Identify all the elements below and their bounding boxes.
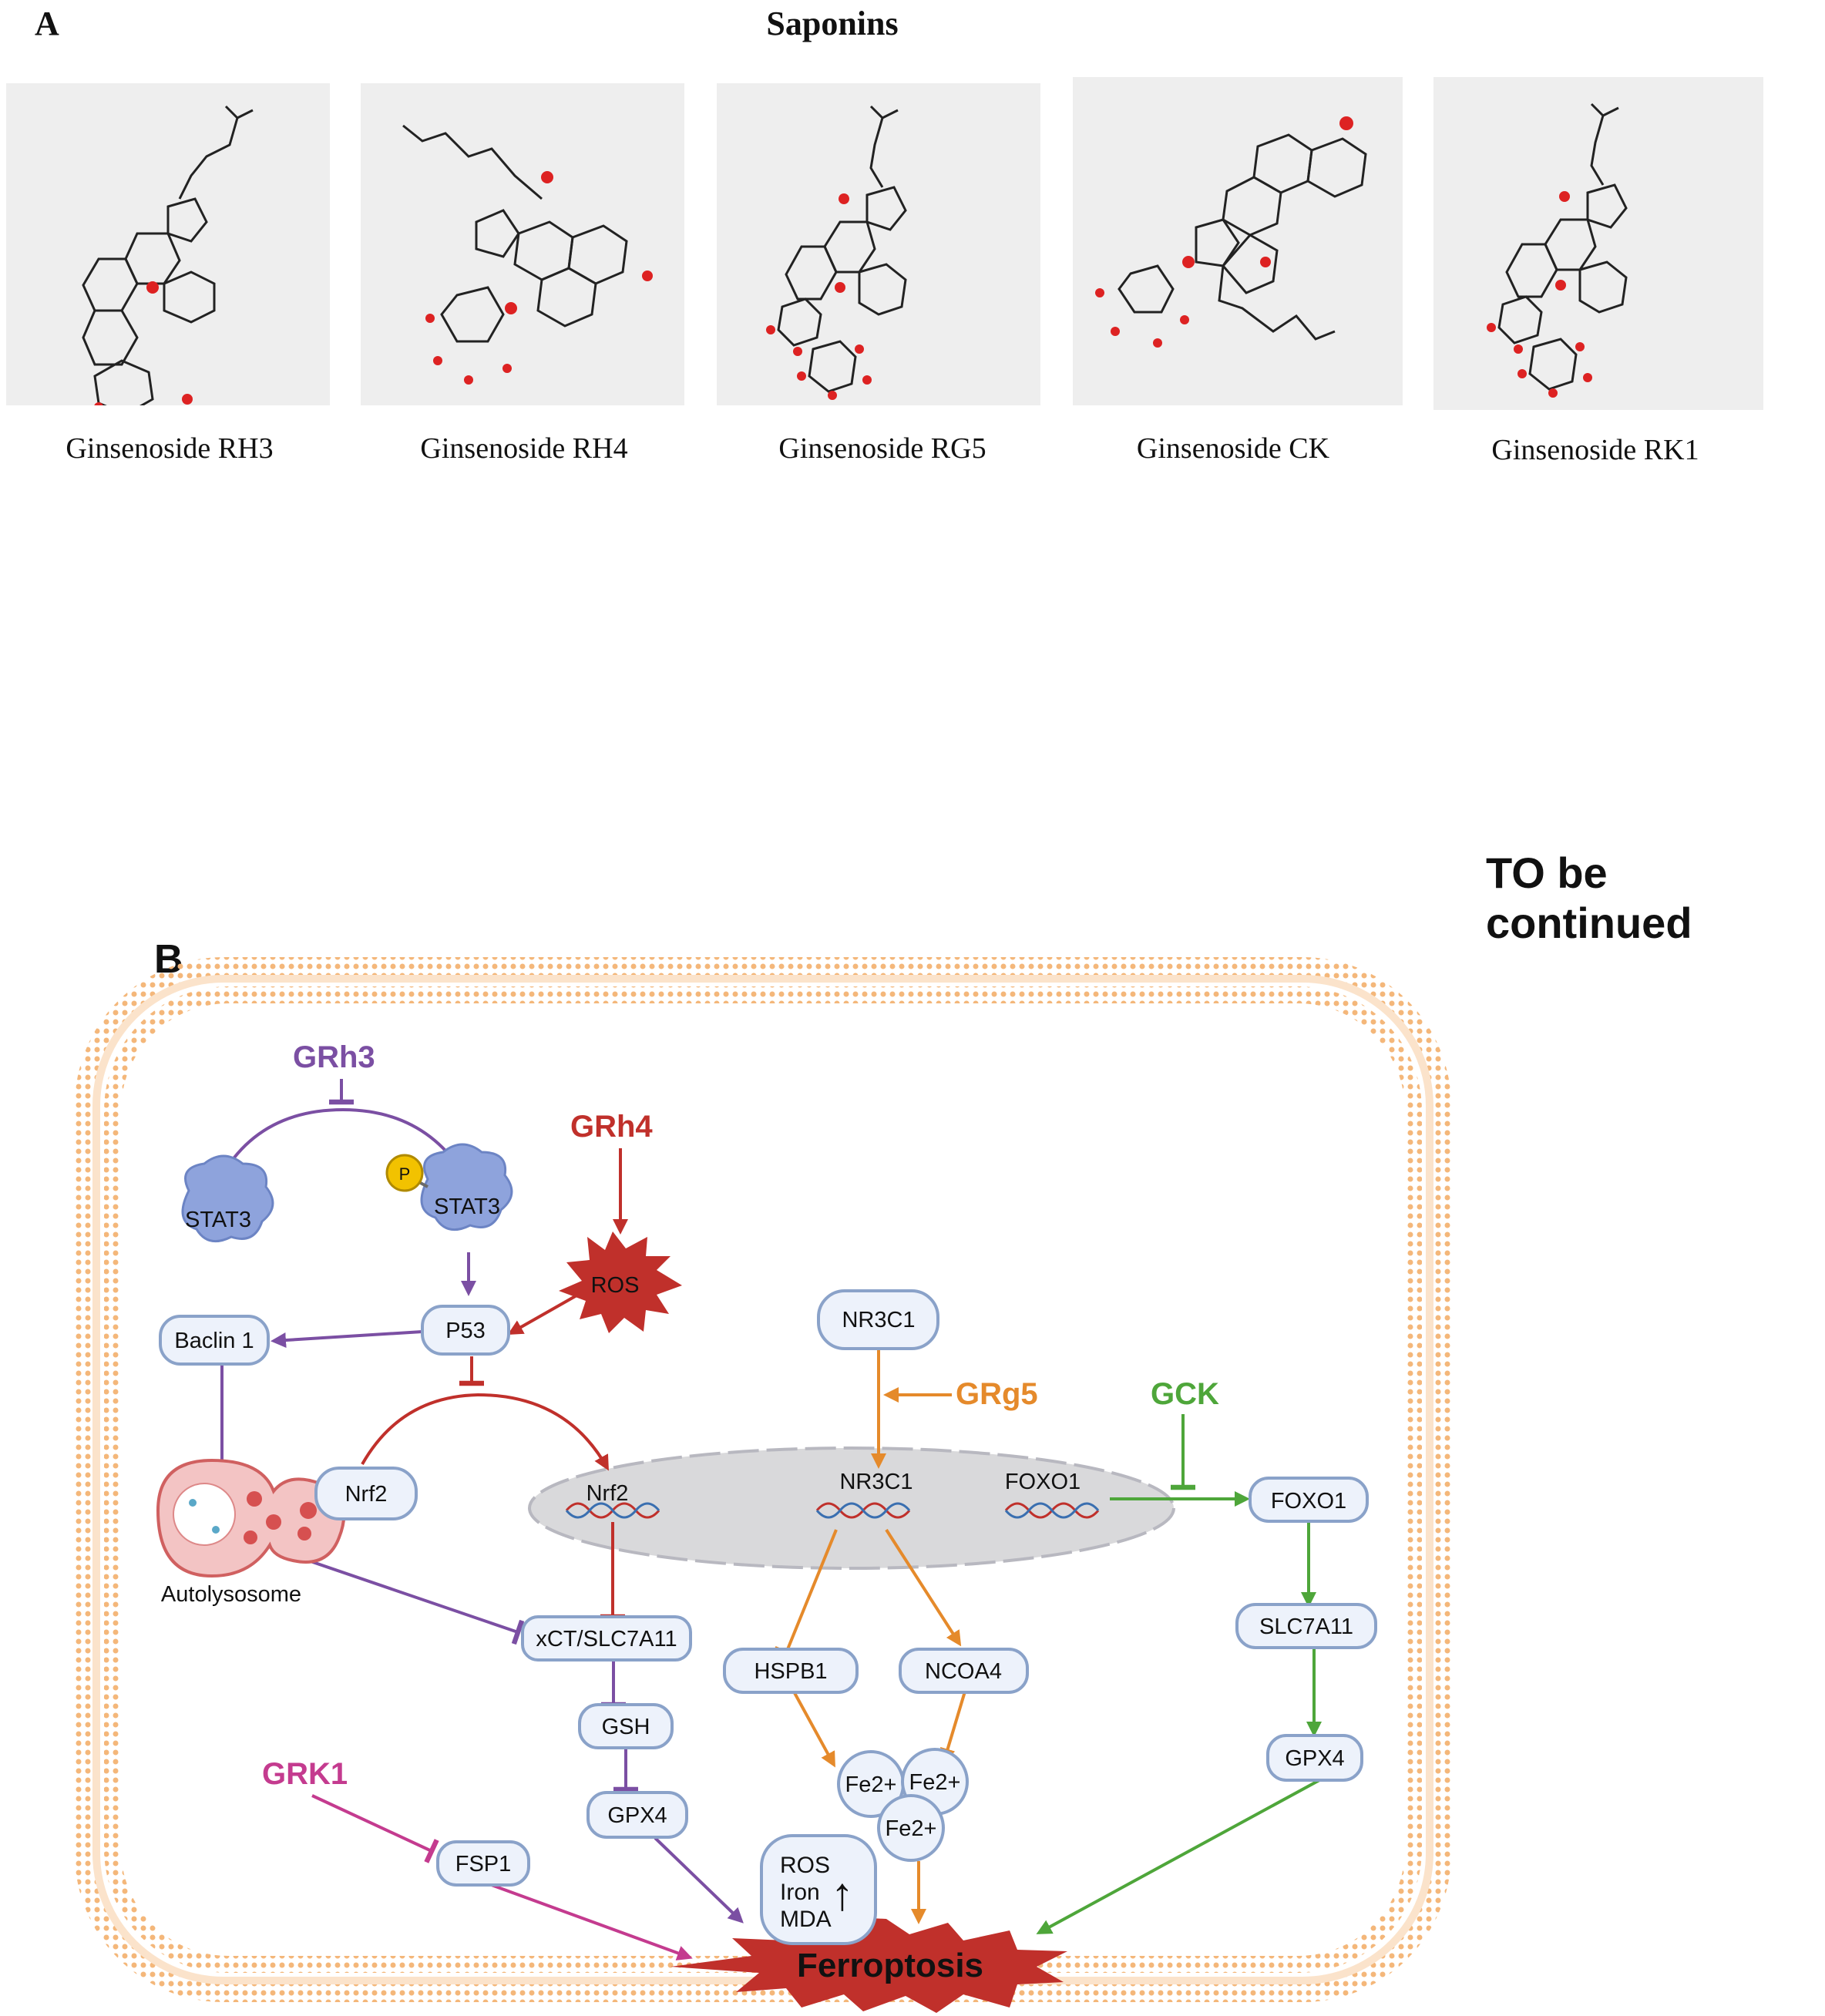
orange-pathway-arrows (773, 1349, 966, 1924)
nr3c1-cytoplasm-label: NR3C1 (842, 1308, 915, 1332)
to-be-continued-note: TO be continued (1486, 848, 1692, 947)
ncoa4-label: NCOA4 (925, 1659, 1002, 1684)
phospho-stat3-label: STAT3 (434, 1194, 500, 1219)
stat3-protein-icon (181, 1154, 274, 1243)
fe2-node-3 (877, 1794, 945, 1862)
red-pathway-arrows (361, 1148, 628, 1620)
autolysosome-icon (156, 1458, 346, 1578)
compound-label-rh3: Ginsenoside RH3 (66, 432, 274, 465)
fsp1-label: FSP1 (455, 1852, 512, 1877)
gsh-node (578, 1703, 674, 1749)
ginsenoside-rg5-structure (717, 83, 1040, 405)
grh4-label: GRh4 (570, 1110, 653, 1144)
compound-label-rk1: Ginsenoside RK1 (1491, 434, 1699, 466)
ferroptosis-label: Ferroptosis (797, 1947, 983, 1984)
hspb1-label: HSPB1 (754, 1659, 827, 1684)
xct-slc7a11-label: xCT/SLC7A11 (536, 1627, 677, 1651)
ros-burst-icon (559, 1231, 682, 1333)
nr3c1-nucleus-label: NR3C1 (839, 1470, 912, 1494)
grk1-label: GRK1 (262, 1757, 348, 1791)
panel-a-letter: A (35, 5, 59, 42)
autolysosome-label: Autolysosome (161, 1582, 301, 1607)
foxo1-nucleus-label: FOXO1 (1005, 1470, 1081, 1494)
compound-label-rh4: Ginsenoside RH4 (420, 432, 628, 465)
grh3-label: GRh3 (293, 1040, 375, 1074)
up-arrow-icon: ↑ (831, 1868, 854, 1920)
grg5-label: GRg5 (956, 1377, 1038, 1411)
gpx4-right-label: GPX4 (1285, 1746, 1344, 1771)
baclin1-node (159, 1315, 270, 1366)
ncoa4-node (899, 1648, 1029, 1694)
gpx4-middle-node (586, 1791, 688, 1839)
ros-iron-mda-node (760, 1834, 877, 1945)
iron-box-label: Iron (780, 1880, 820, 1905)
fe2-label-1: Fe2+ (845, 1772, 897, 1797)
foxo1-cytoplasm-node (1249, 1477, 1369, 1523)
foxo1-cytoplasm-label: FOXO1 (1271, 1489, 1346, 1514)
mda-box-label: MDA (780, 1907, 832, 1932)
ros-star-label: ROS (591, 1273, 640, 1298)
gpx4-middle-label: GPX4 (607, 1803, 667, 1828)
green-pathway-arrows (1036, 1414, 1322, 1934)
slc7a11-label: SLC7A11 (1259, 1614, 1353, 1639)
dna-helix-icon (565, 1502, 1100, 1519)
baclin1-label: Baclin 1 (174, 1329, 254, 1353)
panel-a-title: Saponins (766, 5, 899, 42)
compound-label-rg5: Ginsenoside RG5 (778, 432, 986, 465)
gsh-label: GSH (602, 1715, 650, 1739)
ginsenoside-rk1-structure (1433, 77, 1763, 410)
p53-label: P53 (445, 1319, 486, 1343)
nrf2-nucleus-label: Nrf2 (586, 1481, 629, 1506)
nr3c1-cytoplasm-node (817, 1289, 939, 1350)
gck-label: GCK (1151, 1377, 1219, 1411)
gpx4-right-node (1266, 1734, 1363, 1782)
ginsenoside-ck-structure (1073, 77, 1403, 405)
nucleus (528, 1446, 1175, 1570)
phosphate-label: P (399, 1164, 411, 1184)
nrf2-cytoplasm-node (314, 1467, 418, 1520)
p53-node (421, 1305, 510, 1356)
xct-slc7a11-node (521, 1615, 692, 1662)
stat3-label: STAT3 (185, 1208, 251, 1232)
nrf2-cytoplasm-label: Nrf2 (345, 1482, 388, 1507)
hspb1-node (723, 1648, 859, 1694)
ginsenoside-rh4-structure (361, 83, 684, 405)
fe2-label-3: Fe2+ (886, 1816, 937, 1841)
compound-label-ck: Ginsenoside CK (1136, 432, 1330, 465)
slc7a11-node (1235, 1603, 1377, 1649)
ferroptosis-burst-icon (671, 1917, 1067, 2013)
fsp1-node (436, 1840, 530, 1887)
phosphate-icon (385, 1154, 424, 1192)
ros-box-label: ROS (780, 1853, 830, 1878)
fe2-label-2: Fe2+ (909, 1770, 961, 1795)
magenta-pathway-arrows (311, 1794, 693, 1961)
